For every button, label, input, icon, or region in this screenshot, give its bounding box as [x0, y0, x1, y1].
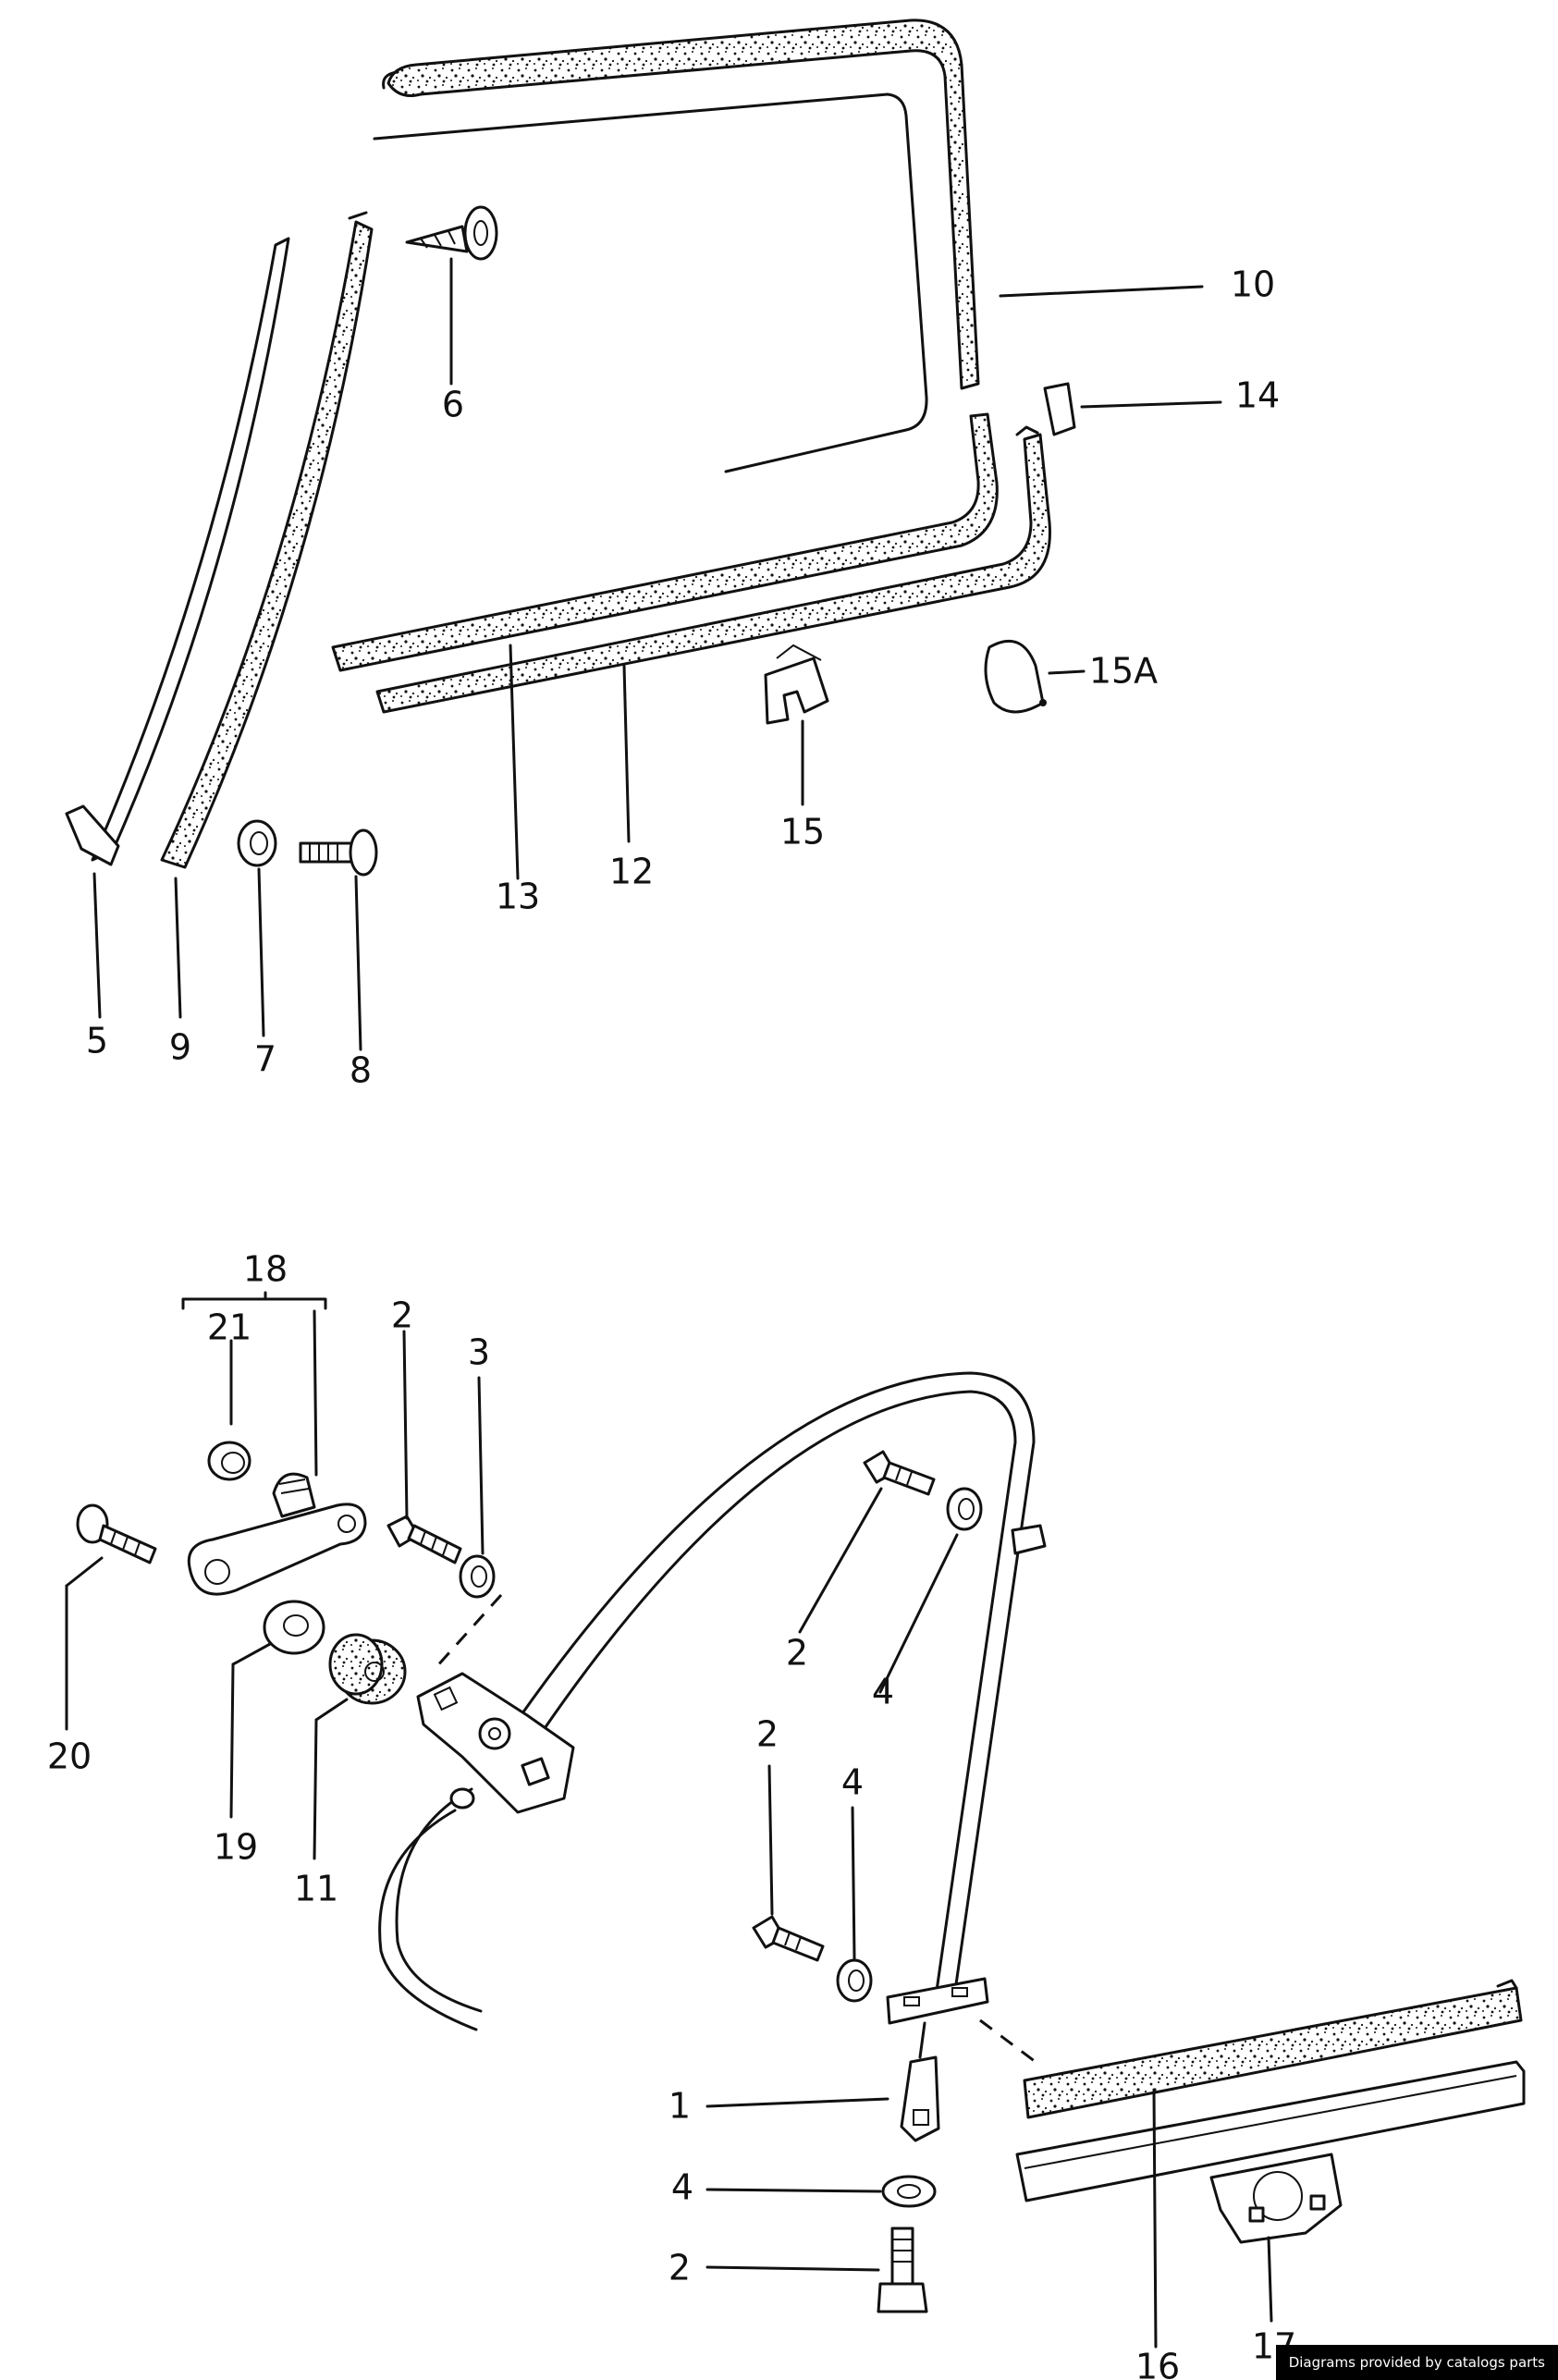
part-15a-cap — [984, 639, 1047, 714]
lower-leader-lines — [65, 1330, 1273, 2349]
callout-4-b: 4 — [841, 1762, 864, 1803]
part-2-bolt-left — [386, 1515, 462, 1564]
callout-2-b: 2 — [786, 1633, 808, 1674]
callout-7: 7 — [254, 1039, 276, 1080]
callout-15: 15 — [780, 812, 825, 853]
part-2-bolt-upper-right — [863, 1450, 936, 1496]
part-2-bolt-lower — [877, 2227, 928, 2313]
callout-20: 20 — [47, 1736, 92, 1777]
part-19-washer — [263, 1600, 325, 1655]
callout-5: 5 — [86, 1021, 108, 1061]
part-17-bracket — [1209, 2153, 1343, 2244]
part-4-washer-mid-right — [836, 1958, 873, 2003]
regulator-gearbox — [416, 1593, 575, 1814]
callout-labels: 10 14 6 15A 15 13 12 5 9 7 8 18 21 2 3 2… — [47, 264, 1296, 2380]
callout-8: 8 — [350, 1050, 372, 1091]
window-regulator-arm — [516, 1371, 1047, 1999]
part-5-guide-channel — [65, 237, 290, 866]
part-21-knob-cap — [207, 1441, 251, 1481]
callout-6: 6 — [442, 385, 464, 425]
part-10-window-frame-seal — [382, 18, 980, 390]
part-11-bushing — [328, 1633, 407, 1705]
callout-4-c: 4 — [671, 2167, 693, 2208]
regulator-cable — [378, 1787, 483, 2031]
part-2-bolt-mid-right — [752, 1915, 825, 1962]
regulator-mount-plate — [886, 1977, 1037, 2064]
callout-3: 3 — [468, 1332, 490, 1373]
part-18-bracket — [181, 1291, 327, 1310]
callout-4-a: 4 — [872, 1672, 894, 1712]
callout-2-a: 2 — [391, 1295, 413, 1336]
part-20-screw — [76, 1503, 157, 1564]
credit-badge: Diagrams provided by catalogs parts — [1275, 2345, 1558, 2380]
callout-12: 12 — [609, 852, 654, 892]
callout-18: 18 — [243, 1249, 288, 1290]
callout-21: 21 — [207, 1307, 251, 1348]
part-6-screw — [405, 205, 498, 261]
part-3-washer — [459, 1554, 496, 1599]
callout-1: 1 — [669, 2086, 691, 2127]
callout-19: 19 — [214, 1827, 258, 1868]
callout-2-c: 2 — [756, 1714, 779, 1755]
window-crank-handle — [187, 1309, 367, 1596]
callout-11: 11 — [294, 1869, 338, 1909]
part-13-lower-seal — [331, 412, 999, 672]
window-guide-rail — [1015, 2060, 1526, 2202]
part-4-washer-lower — [881, 2175, 937, 2208]
part-12-lower-channel — [375, 425, 1051, 714]
part-9-channel-seal — [160, 211, 374, 869]
part-16-guide-rail-seal — [1023, 1979, 1523, 2119]
part-15-bracket-clip — [764, 644, 829, 725]
callout-10: 10 — [1231, 264, 1275, 305]
part-7-washer — [237, 819, 277, 867]
callout-9: 9 — [169, 1027, 191, 1068]
callout-15a: 15A — [1089, 651, 1158, 692]
callout-14: 14 — [1235, 375, 1280, 416]
callout-16: 16 — [1135, 2347, 1180, 2380]
part-8-bolt — [299, 828, 378, 877]
upper-leader-lines — [92, 257, 1222, 1051]
part-14-clip — [1043, 382, 1076, 436]
part-1-slider — [900, 2021, 940, 2142]
window-glass-outline — [373, 92, 928, 473]
callout-2-d: 2 — [669, 2248, 691, 2288]
callout-13: 13 — [496, 877, 540, 917]
part-4-washer-upper-right — [946, 1487, 983, 1531]
